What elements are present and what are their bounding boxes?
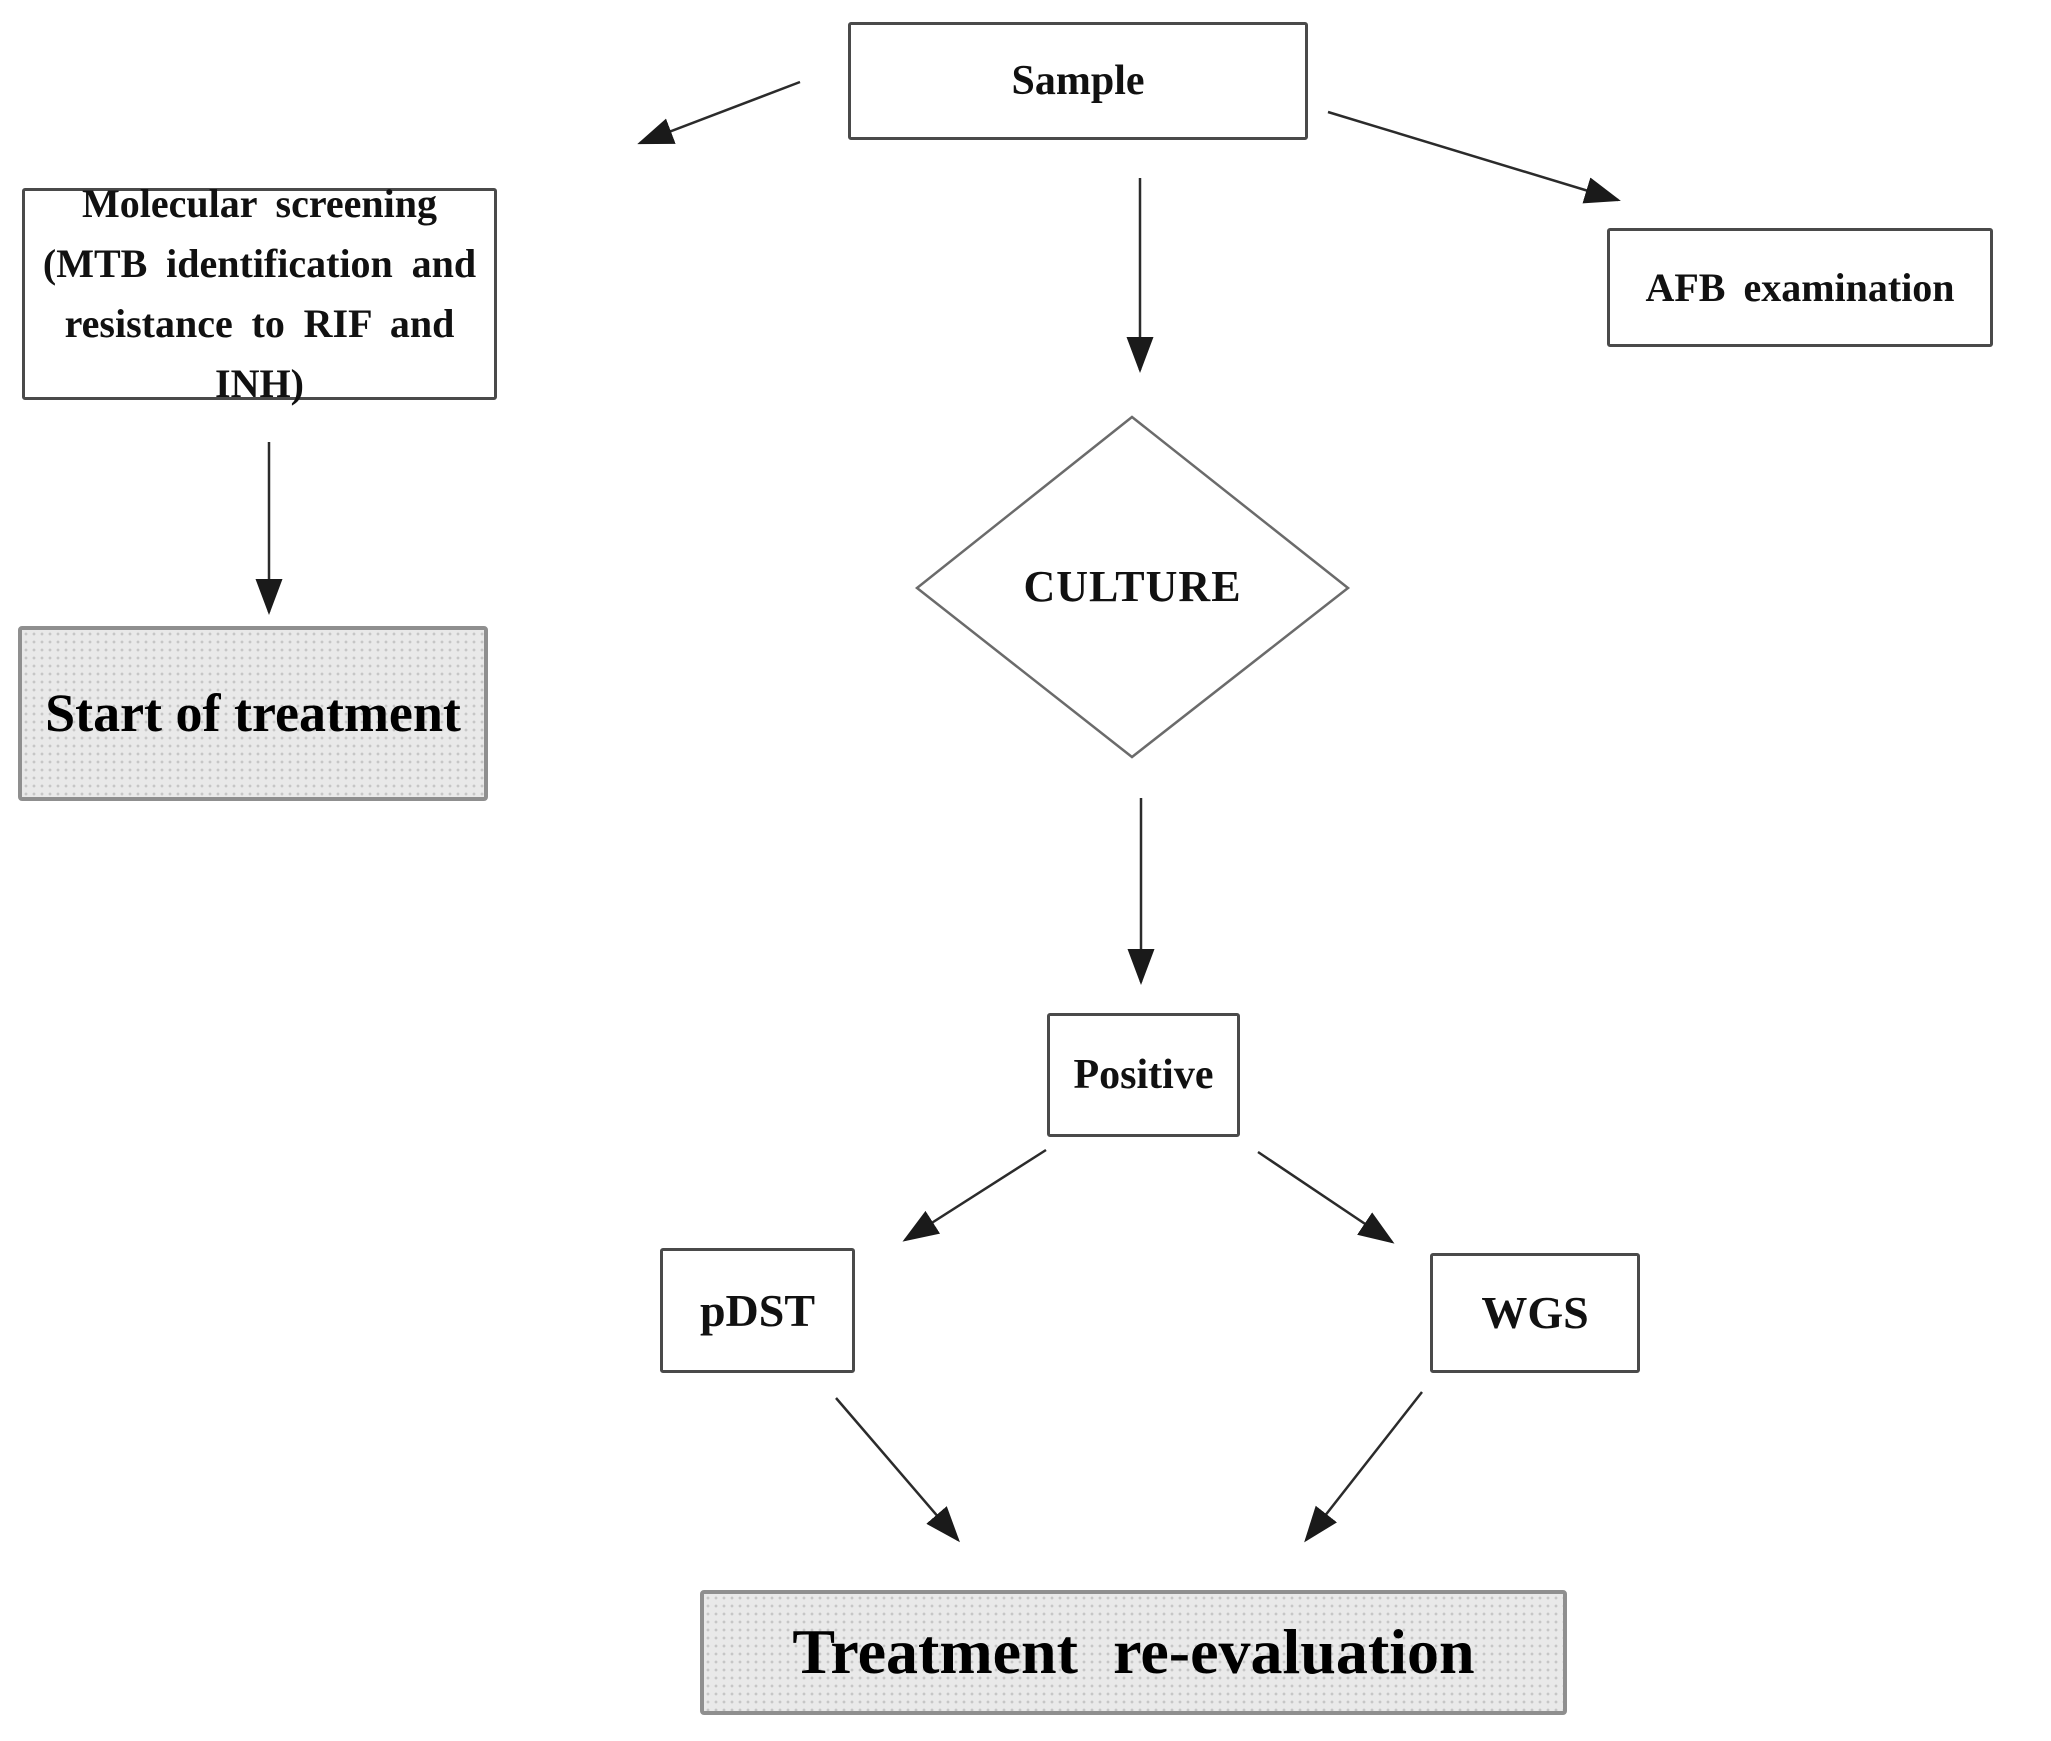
pdst-label: pDST (699, 1284, 816, 1336)
pdst-box: pDST (660, 1248, 855, 1373)
culture-diamond: CULTURE (917, 417, 1348, 757)
positive-label: Positive (1073, 1051, 1214, 1098)
arrow-sample-to-afb (1327, 110, 1621, 204)
molecular-screening-label: Molecular screening (MTB identification … (31, 174, 488, 414)
molecular-screening-box: Molecular screening (MTB identification … (22, 181, 497, 406)
treatment-reevaluation-box: Treatment re-evaluation (700, 1590, 1567, 1715)
culture-label: CULTURE (1023, 561, 1242, 611)
wgs-box: WGS (1430, 1253, 1640, 1373)
wgs-label: WGS (1481, 1287, 1589, 1339)
treatment-reevaluation-label: Treatment re-evaluation (792, 1616, 1475, 1688)
molecular-screening-line1: Molecular screening (81, 181, 438, 226)
positive-box: Positive (1047, 1013, 1240, 1137)
start-of-treatment-box: Start of treatment (18, 626, 488, 801)
sample-box: Sample (848, 22, 1308, 140)
start-of-treatment-label: Start of treatment (45, 683, 461, 744)
sample-label: Sample (1011, 57, 1145, 104)
arrow-sample-to-molecular (637, 80, 801, 145)
molecular-screening-line3: resistance to RIF and INH) (64, 301, 455, 406)
molecular-screening-line2: (MTB identification and (42, 241, 477, 286)
arrow-pdst-to-treatment (835, 1397, 960, 1543)
arrow-wgs-to-treatment (1304, 1391, 1423, 1543)
afb-examination-box: AFB examination (1607, 228, 1993, 347)
afb-examination-label: AFB examination (1645, 264, 1955, 310)
arrow-positive-to-pdst (902, 1148, 1047, 1242)
arrow-positive-to-wgs (1257, 1150, 1395, 1244)
